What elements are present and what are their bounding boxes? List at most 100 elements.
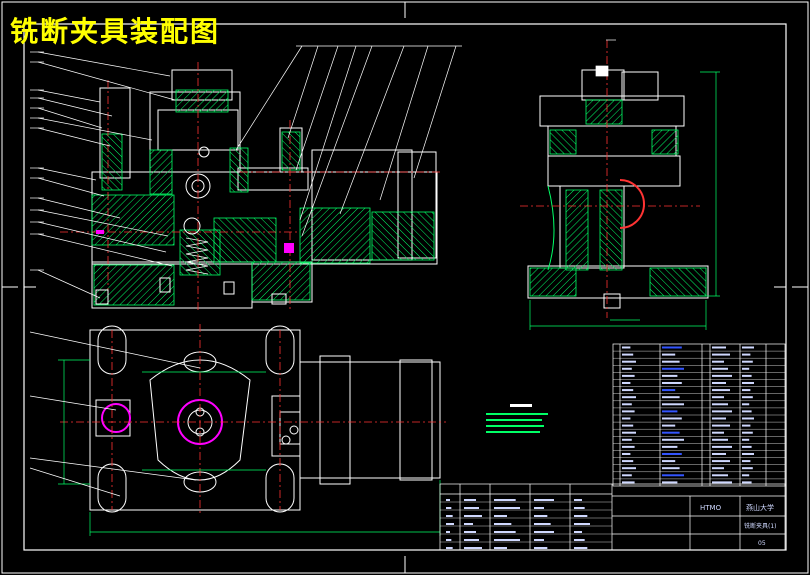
parts-list-cell-glyph: [712, 481, 732, 484]
parts-list-cell-glyph: [622, 445, 635, 448]
title-block-cell-glyph: [446, 523, 454, 525]
title-block-cell-glyph: [534, 539, 544, 541]
title-block-cell-glyph: [464, 523, 473, 525]
title-block-cell-glyph: [494, 515, 507, 517]
parts-list-cell-glyph: [712, 467, 724, 470]
title-block-cell-glyph: [574, 531, 582, 533]
parts-list-cell-glyph: [742, 460, 751, 463]
school-name: 燕山大学: [746, 503, 774, 512]
parts-list-cell-glyph: [622, 452, 631, 455]
parts-list-cell-glyph: [742, 374, 752, 377]
title-block-cell-glyph: [446, 547, 453, 549]
part-leaders-top: [235, 45, 462, 237]
title-block-cell-glyph: [464, 507, 479, 509]
parts-list-cell-glyph: [712, 460, 730, 463]
parts-list-cell-glyph: [622, 424, 634, 427]
parts-list-cell-glyph: [622, 410, 635, 413]
parts-list-cell-glyph: [662, 367, 684, 370]
parts-list-cell-glyph: [742, 360, 753, 363]
title-block-cell-glyph: [464, 547, 482, 549]
front-section-view: [60, 62, 440, 312]
title-block-rows: [440, 501, 612, 543]
parts-list-cell-glyph: [622, 360, 636, 363]
title-block-cell-glyph: [464, 531, 476, 533]
parts-list-cell-glyph: [712, 438, 728, 441]
parts-list-cell-glyph: [742, 438, 750, 441]
title-block-cell-glyph: [494, 547, 507, 549]
title-block-cell-glyph: [446, 539, 452, 541]
parts-list-cell-glyph: [742, 381, 754, 384]
parts-list-cell-glyph: [622, 396, 636, 399]
parts-list-cell-glyph: [712, 396, 724, 399]
parts-list-cell-glyph: [662, 403, 684, 406]
parts-list-cell-glyph: [662, 381, 682, 384]
parts-list-cell-glyph: [622, 353, 634, 356]
sheet-number: 05: [758, 540, 766, 547]
parts-list-cell-glyph: [712, 417, 726, 420]
title-block-cell-glyph: [574, 523, 590, 525]
parts-list-cell-glyph: [662, 396, 680, 399]
parts-list-cell-glyph: [622, 438, 632, 441]
title-block-cell-glyph: [534, 507, 544, 509]
title-block-cell-glyph: [574, 547, 588, 549]
plan-dimensions: [58, 359, 441, 536]
page-title: 铣断夹具装配图: [10, 15, 221, 48]
title-block-cell-glyph: [534, 499, 554, 501]
parts-list-cell-glyph: [622, 460, 634, 463]
parts-list-cell-glyph: [742, 389, 751, 392]
title-block-cell-glyph: [574, 499, 582, 501]
part-leader-balloons-left: [30, 51, 44, 271]
drawing-number: HTMO: [700, 504, 722, 512]
parts-list-rows: [613, 350, 785, 480]
parts-list-cell-glyph: [712, 353, 730, 356]
title-block-cell-glyph: [574, 507, 585, 509]
parts-list-cell-glyph: [662, 467, 680, 470]
parts-list-cell-glyph: [622, 389, 634, 392]
parts-list-cell-glyph: [712, 410, 732, 413]
parts-list-cell-glyph: [712, 445, 732, 448]
parts-list-cell-glyph: [712, 374, 732, 377]
title-block-cell-glyph: [534, 523, 551, 525]
parts-list-cell-glyph: [712, 424, 730, 427]
technical-requirements: [486, 404, 548, 433]
parts-list-cell-glyph: [742, 346, 754, 349]
title-block-cell-glyph: [534, 531, 554, 533]
parts-list-cell-glyph: [742, 417, 754, 420]
title-block-cell-glyph: [494, 523, 512, 525]
parts-list-cell-glyph: [742, 445, 752, 448]
title-block-cell-glyph: [574, 539, 585, 541]
title-block-cell-glyph: [446, 499, 450, 501]
drawing-name: 铣断夹具(1): [744, 522, 777, 530]
parts-list-cell-glyph: [662, 431, 680, 434]
parts-list-cell-glyph: [662, 474, 684, 477]
side-section-view: [520, 40, 720, 330]
parts-list-cell-glyph: [712, 452, 726, 455]
parts-list-cell-glyph: [662, 445, 678, 448]
parts-list-cell-glyph: [622, 367, 632, 370]
parts-list-cell-glyph: [712, 360, 724, 363]
plan-leaders: [29, 331, 201, 497]
parts-list-cell-glyph: [662, 460, 676, 463]
title-block-cell-glyph: [464, 499, 476, 501]
title-block-cell-glyph: [464, 515, 482, 517]
clamp-arc: [619, 179, 645, 229]
parts-list-cell-glyph: [662, 410, 678, 413]
parts-list-cell-glyph: [662, 452, 682, 455]
parts-list-cell-glyph: [742, 481, 752, 484]
parts-list-cell-glyph: [622, 467, 636, 470]
title-block-cell-glyph: [446, 507, 452, 509]
title-block-cell-glyph: [464, 539, 479, 541]
title-block-labels: HTMO 燕山大学 铣断夹具(1) 05: [700, 503, 777, 547]
title-block-cell-glyph: [446, 531, 450, 533]
parts-list-cell-glyph: [712, 403, 728, 406]
parts-list-cell-glyph: [712, 474, 728, 477]
parts-list-cell-glyph: [622, 403, 632, 406]
parts-list-cell-glyph: [742, 467, 753, 470]
parts-list-cell-glyph: [662, 360, 680, 363]
title-block-frame: [439, 483, 786, 551]
parts-list-cell-glyph: [622, 381, 631, 384]
title-block-cell-glyph: [494, 539, 520, 541]
parts-list-cell-glyph: [712, 367, 728, 370]
